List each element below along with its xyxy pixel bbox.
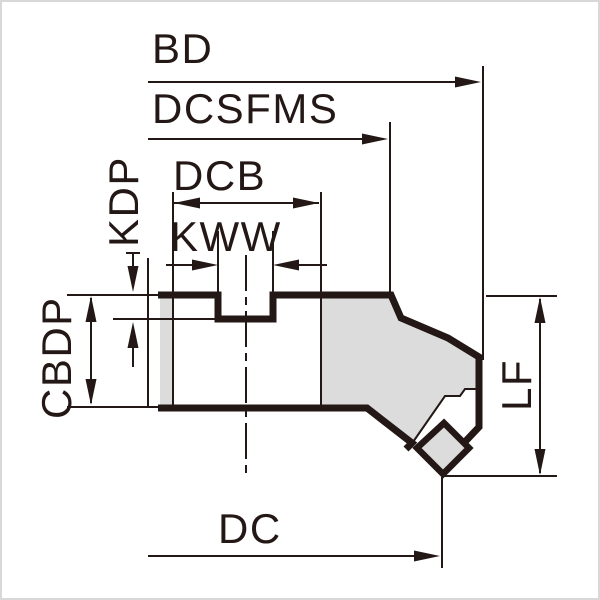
dim-label-lf: LF [493,359,540,411]
dim-label-kdp: KDP [100,156,147,247]
arrowhead-kww-right [273,259,299,271]
arrowhead-kww-left [192,259,218,271]
dim-label-cbdp: CBDP [33,296,80,419]
arrowhead-cbdp-up [85,296,97,322]
arrowhead-dcb-right [293,197,319,209]
cutting-insert-diamond [412,418,474,479]
body-left-clamp-band [160,295,172,407]
arrowhead-kdp-up [127,322,139,348]
arrowhead-cbdp-down [85,379,97,405]
dim-label-dcsfms: DCSFMS [152,85,338,132]
dim-label-dcb: DCB [173,152,266,199]
arrowhead-lf-up [534,297,546,323]
arrowhead-dcb-left [174,197,200,209]
tool-body-outline-bottom [158,404,418,452]
arrowhead-bd [455,76,481,88]
dim-label-bd: BD [152,25,213,72]
dim-label-dc: DC [218,505,282,552]
dim-label-kww: KWW [170,213,282,260]
arrowhead-dc [414,550,440,562]
arrowhead-kdp-down [127,266,139,292]
insert-pocket-line [412,388,482,443]
arrowhead-dcsfms [362,133,388,145]
arrowhead-lf-down [534,449,546,475]
